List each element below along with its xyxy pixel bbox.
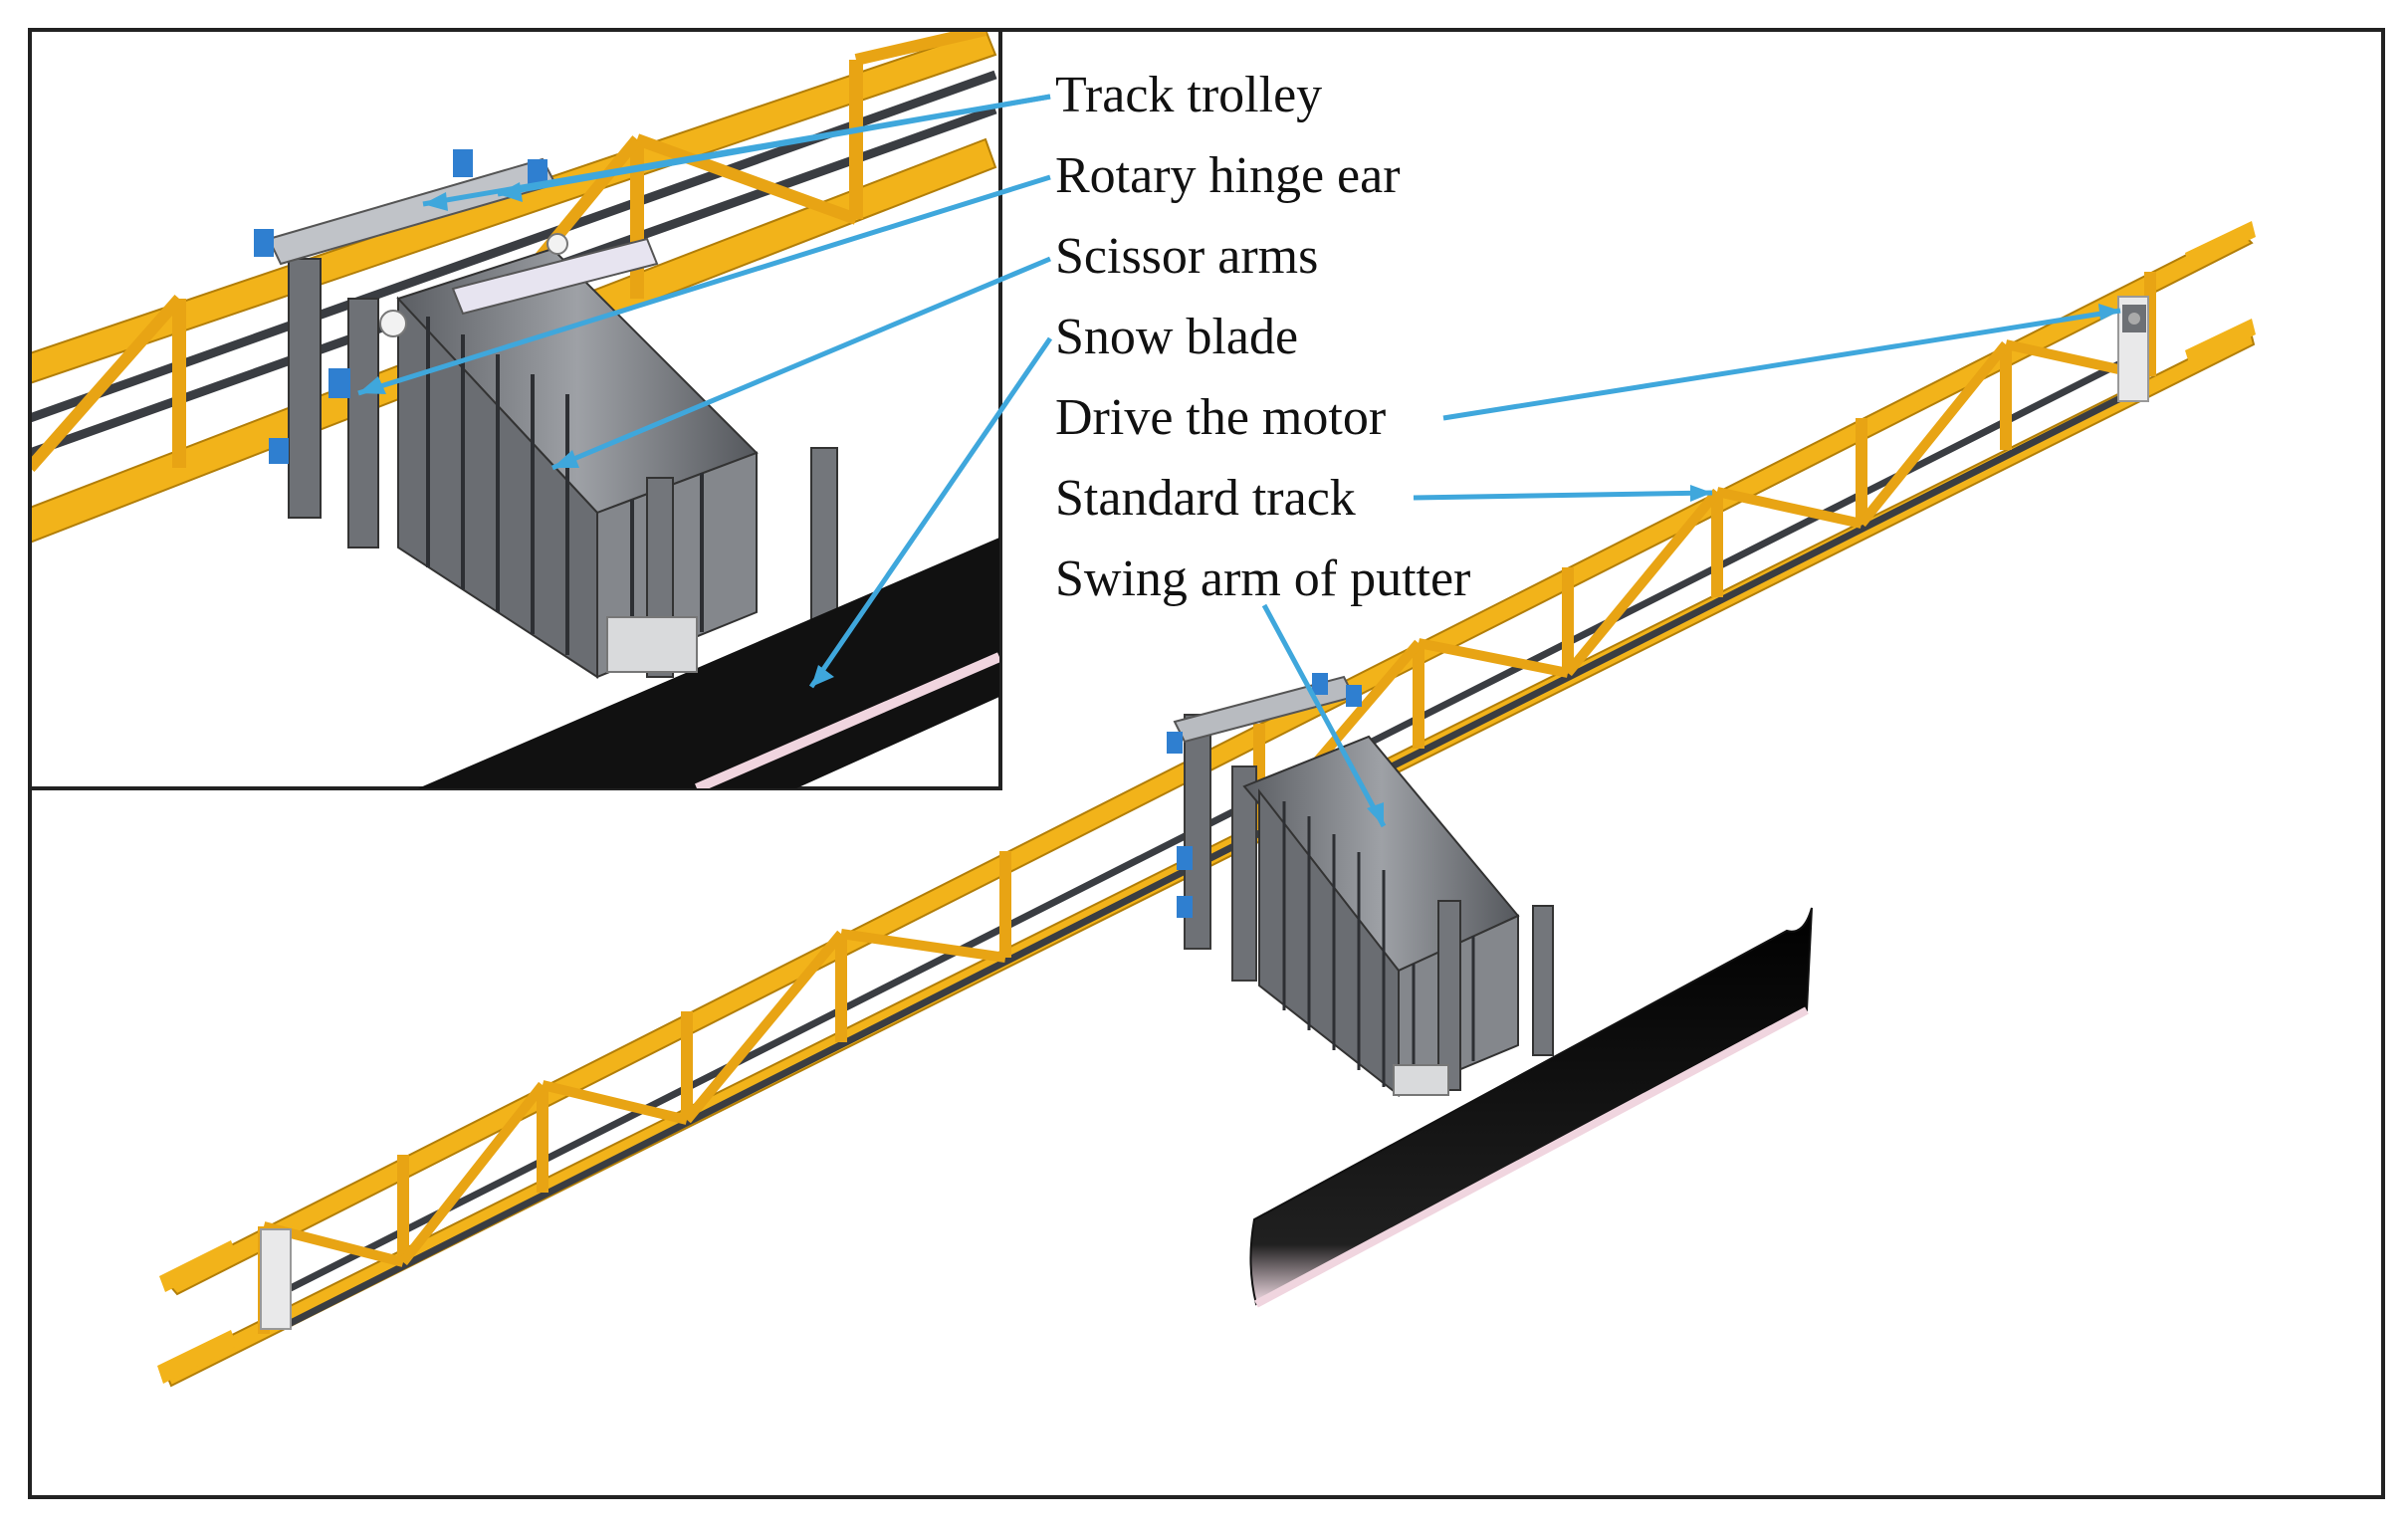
label-rotary-hinge-ear: Rotary hinge ear xyxy=(1055,147,1401,204)
label-standard-track: Standard track xyxy=(1055,470,1356,527)
inset-detail xyxy=(32,32,999,788)
label-swing-arm-putter: Swing arm of putter xyxy=(1055,550,1471,607)
leader-arrowheads xyxy=(358,182,2120,826)
label-track-trolley: Track trolley xyxy=(1055,67,1323,123)
label-snow-blade: Snow blade xyxy=(1055,309,1299,365)
snow-blade-main xyxy=(1249,907,1813,1308)
drive-motor xyxy=(2122,305,2146,332)
trolley-assembly-main xyxy=(1167,673,1554,1098)
label-scissor-arms: Scissor arms xyxy=(1055,228,1319,285)
label-drive-motor: Drive the motor xyxy=(1055,389,1387,446)
leader-lines xyxy=(357,94,2121,828)
